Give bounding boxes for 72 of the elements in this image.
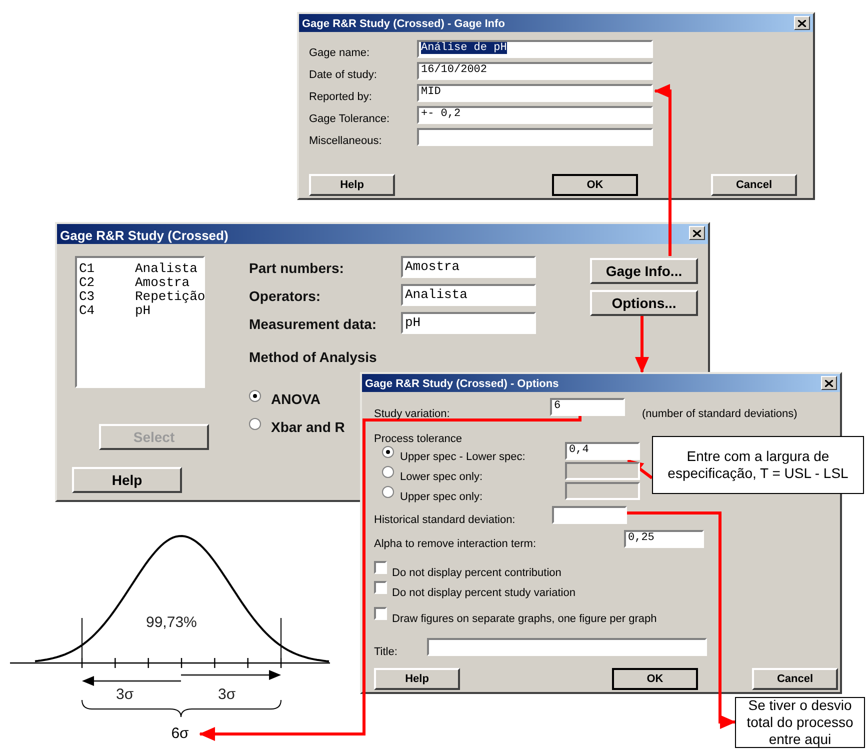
text-field: MID [417,84,653,102]
text-field [417,128,653,146]
cancel-button: Cancel [711,174,797,196]
arrow [625,512,736,729]
callout-box: Se tiver o desvio total do processo entre aqui [735,697,865,748]
field-label: Gage name: [309,47,370,59]
radio-label: Xbar and R [271,419,345,435]
text-field [427,638,707,656]
text-field [552,506,627,524]
column-id: C3 [79,289,95,304]
column-name: Repetição [135,289,206,304]
window-title: Gage R&R Study (Crossed) - Gage Info [302,17,505,32]
checkbox-label: Do not display percent contribution [392,567,562,579]
text-field: 0,25 [624,530,704,548]
text-field: 0,4 [565,442,640,460]
sigma-label: 6σ [160,722,200,746]
radio-label: ANOVA [271,391,321,407]
text-field: 6 [550,398,625,416]
select-button: Select [99,424,209,450]
ok-button: OK [552,174,638,196]
options-button: Options... [590,290,698,316]
radio-label: Upper spec - Lower spec: [400,451,526,463]
column-id: C1 [79,261,95,276]
cancel-button: Cancel [752,668,838,690]
text-field: pH [401,312,536,334]
arrow [627,458,653,480]
field-label: Title: [374,646,398,658]
text-field [565,462,640,480]
section-heading: Method of Analysis [249,349,377,365]
section-heading: Process tolerance [374,433,462,445]
text-field: Análise de pH [417,40,653,58]
radio-label: Upper spec only: [400,491,483,503]
column-id: C2 [79,275,95,290]
field-label: Part numbers: [249,260,344,276]
help-button: Help [309,174,395,196]
sigma-label: 3σ [116,685,134,705]
ok-button: OK [612,668,698,690]
field-label: Miscellaneous: [309,135,382,147]
callout-box: Entre com a largura de especificação, T = USL - LSL [652,436,864,494]
list-box [75,256,205,388]
checkbox-label: Draw figures on separate graphs, one figure per graph [392,613,657,625]
field-label: Historical standard deviation: [374,514,516,526]
text-field [565,482,640,500]
field-label: Date of study: [309,69,377,81]
column-name: Analista [135,261,198,276]
percent-label: 99,73% [146,613,197,633]
text-field: Analista [401,284,536,306]
dialog-window [297,12,815,200]
arrow [199,415,582,741]
field-label: Study variation: [374,408,450,420]
field-label: Measurement data: [249,316,377,332]
window-title: Gage R&R Study (Crossed) - Options [365,377,559,392]
gage-info-button: Gage Info... [590,258,698,284]
column-name: Amostra [135,275,190,290]
window-title: Gage R&R Study (Crossed) [60,227,228,245]
help-button: Help [72,467,182,493]
column-name: pH [135,303,151,318]
text-field: +- 0,2 [417,106,653,124]
field-label: Alpha to remove interaction term: [374,538,536,550]
arrow [654,84,672,256]
radio-label: Lower spec only: [400,471,483,483]
arrow [635,314,649,373]
field-label: Reported by: [309,91,372,103]
field-label: Operators: [249,288,321,304]
field-label: Gage Tolerance: [309,113,390,125]
help-button: Help [374,668,460,690]
column-id: C4 [79,303,95,318]
field-label: (number of standard deviations) [642,408,798,420]
text-field: Amostra [401,256,536,278]
sigma-label: 3σ [218,685,236,705]
checkbox-label: Do not display percent study variation [392,587,576,599]
text-field: 16/10/2002 [417,62,653,80]
